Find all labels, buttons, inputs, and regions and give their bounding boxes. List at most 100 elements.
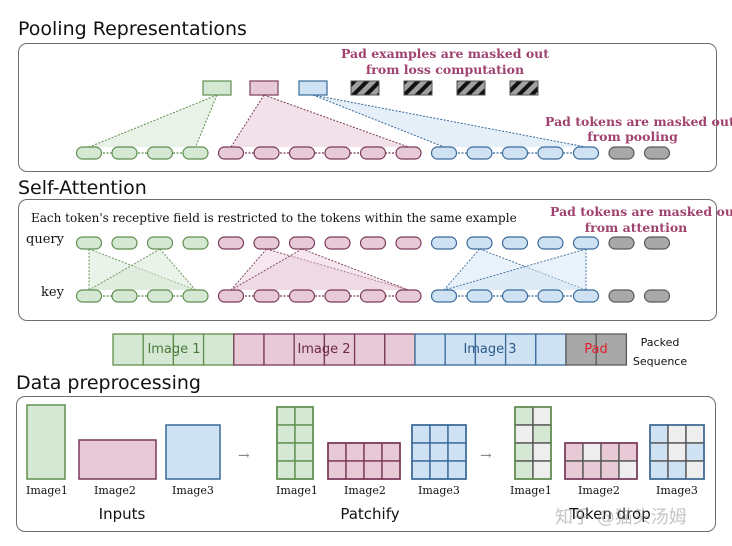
key-label: key (41, 285, 64, 300)
patch-Image3-r2c2 (447, 460, 467, 480)
drop-Image3-r2c0 (649, 460, 669, 480)
query-token-pink-0 (217, 236, 245, 250)
attn-fan-pink-q1 (231, 249, 409, 290)
patch-Image3-r0c2 (447, 424, 467, 444)
pool-token-green-2 (146, 146, 174, 160)
patchify-image3-label: Image3 (418, 484, 460, 497)
attn-edge-pink-q1-b (266, 248, 409, 291)
query-token-gray-1 (643, 236, 671, 250)
pool-fan-pink (231, 95, 409, 147)
attention-title: Self-Attention (18, 177, 147, 199)
drop-Image2-r1c1 (582, 460, 602, 480)
patch-Image2-r1c3 (381, 460, 401, 480)
pooled-output-pink (249, 80, 279, 96)
inputs-image3-label: Image3 (172, 484, 214, 497)
pool-edge-blue-left (312, 94, 445, 148)
watermark: 知乎 @猫头汤姆 (555, 507, 687, 528)
patch-Image2-r0c0 (327, 442, 347, 462)
patch-Image3-r2c0 (411, 460, 431, 480)
packed-label-image1: Image 1 (147, 342, 201, 357)
packed-cell-pink-1 (263, 333, 295, 366)
query-token-blue-3 (537, 236, 564, 250)
pool-mask-note-line1: Pad tokens are masked out (545, 114, 732, 129)
patch-Image2-r1c2 (363, 460, 383, 480)
patch-Image1-r0c1 (294, 406, 314, 426)
attn-mask-note: Pad tokens are masked out from attention (550, 204, 732, 236)
input-image3 (165, 424, 221, 480)
pool-token-pink-2 (288, 146, 316, 160)
key-token-green-0 (75, 289, 103, 303)
patch-Image1-r2c0 (276, 442, 296, 462)
packed-cell-gray-0 (565, 333, 597, 366)
pooling-diagram (75, 80, 671, 160)
drop-Image1-r1c1 (532, 424, 552, 444)
query-token-blue-4 (572, 236, 600, 250)
patch-Image3-r0c0 (411, 424, 431, 444)
packed-cell-pink-3 (323, 333, 356, 366)
packed-cell-gray-1 (595, 333, 628, 366)
drop-Image2-r1c2 (600, 460, 620, 480)
patch-Image1-border (276, 406, 314, 480)
tokendrop-image1-label: Image1 (510, 484, 552, 497)
query-token-blue-0 (430, 236, 458, 250)
patch-Image3-border (411, 424, 467, 480)
patch-Image3-r1c2 (447, 442, 467, 462)
query-token-pink-2 (288, 236, 316, 250)
patch-Image3-r2c1 (429, 460, 449, 480)
key-token-green-2 (146, 289, 174, 303)
pool-token-pink-5 (395, 146, 422, 160)
pool-token-pink-1 (253, 146, 280, 160)
attn-fan-green-q2 (89, 249, 196, 290)
pooled-output-green (202, 80, 232, 96)
query-token-blue-2 (501, 236, 529, 250)
pool-token-gray-0 (608, 146, 635, 160)
query-token-green-1 (111, 236, 138, 250)
drop-Image2-r0c3 (618, 442, 638, 462)
pool-token-blue-1 (466, 146, 493, 160)
patch-Image3-r1c1 (429, 442, 449, 462)
drop-Image3-r1c2 (685, 442, 705, 462)
drop-Image3-r2c1 (667, 460, 687, 480)
patch-Image3-r1c0 (411, 442, 431, 462)
packed-sequence (112, 333, 628, 366)
pooling-title: Pooling Representations (18, 18, 247, 40)
input-image2 (78, 439, 157, 480)
drop-Image1-r0c1 (532, 406, 552, 426)
key-token-green-1 (111, 289, 138, 303)
attn-mask-note-line2: from attention (584, 220, 688, 235)
patch-Image1-r1c0 (276, 424, 296, 444)
query-token-pink-5 (395, 236, 422, 250)
packed-cell-pink-5 (384, 333, 416, 366)
inputs-image1-label: Image1 (26, 484, 68, 497)
drop-Image2-r1c3 (618, 460, 638, 480)
key-token-pink-5 (395, 289, 422, 303)
preprocessing-diagram (26, 404, 705, 480)
attn-mask-note-line1: Pad tokens are masked out (550, 204, 732, 219)
arrow-icon-2: → (480, 448, 492, 464)
packed-cell-blue-3 (504, 333, 537, 366)
pool-token-green-1 (111, 146, 138, 160)
patch-Image2-r0c1 (345, 442, 365, 462)
pool-mask-note-line2: from pooling (587, 129, 678, 144)
pad-example-3 (509, 80, 539, 96)
query-label: query (26, 232, 64, 247)
drop-Image3-r1c0 (649, 442, 669, 462)
pad-example-2 (456, 80, 486, 96)
patch-Image2-r1c0 (327, 460, 347, 480)
pooled-output-blue (298, 80, 328, 96)
patch-Image3-r0c1 (429, 424, 449, 444)
key-token-pink-2 (288, 289, 316, 303)
attention-diagram (75, 236, 671, 303)
pool-token-blue-4 (572, 146, 600, 160)
query-token-green-0 (75, 236, 103, 250)
pool-token-blue-0 (430, 146, 458, 160)
query-token-pink-4 (359, 236, 387, 250)
attn-edge-blue-q4-a (443, 248, 587, 291)
patch-Image1-r1c1 (294, 424, 314, 444)
packed-label-image3: Image 3 (463, 342, 517, 357)
pool-fan-green (89, 95, 217, 147)
key-token-pink-3 (324, 289, 351, 303)
input-image1 (26, 404, 66, 480)
drop-Image1-r2c0 (514, 442, 534, 462)
pad-example-0 (350, 80, 380, 96)
